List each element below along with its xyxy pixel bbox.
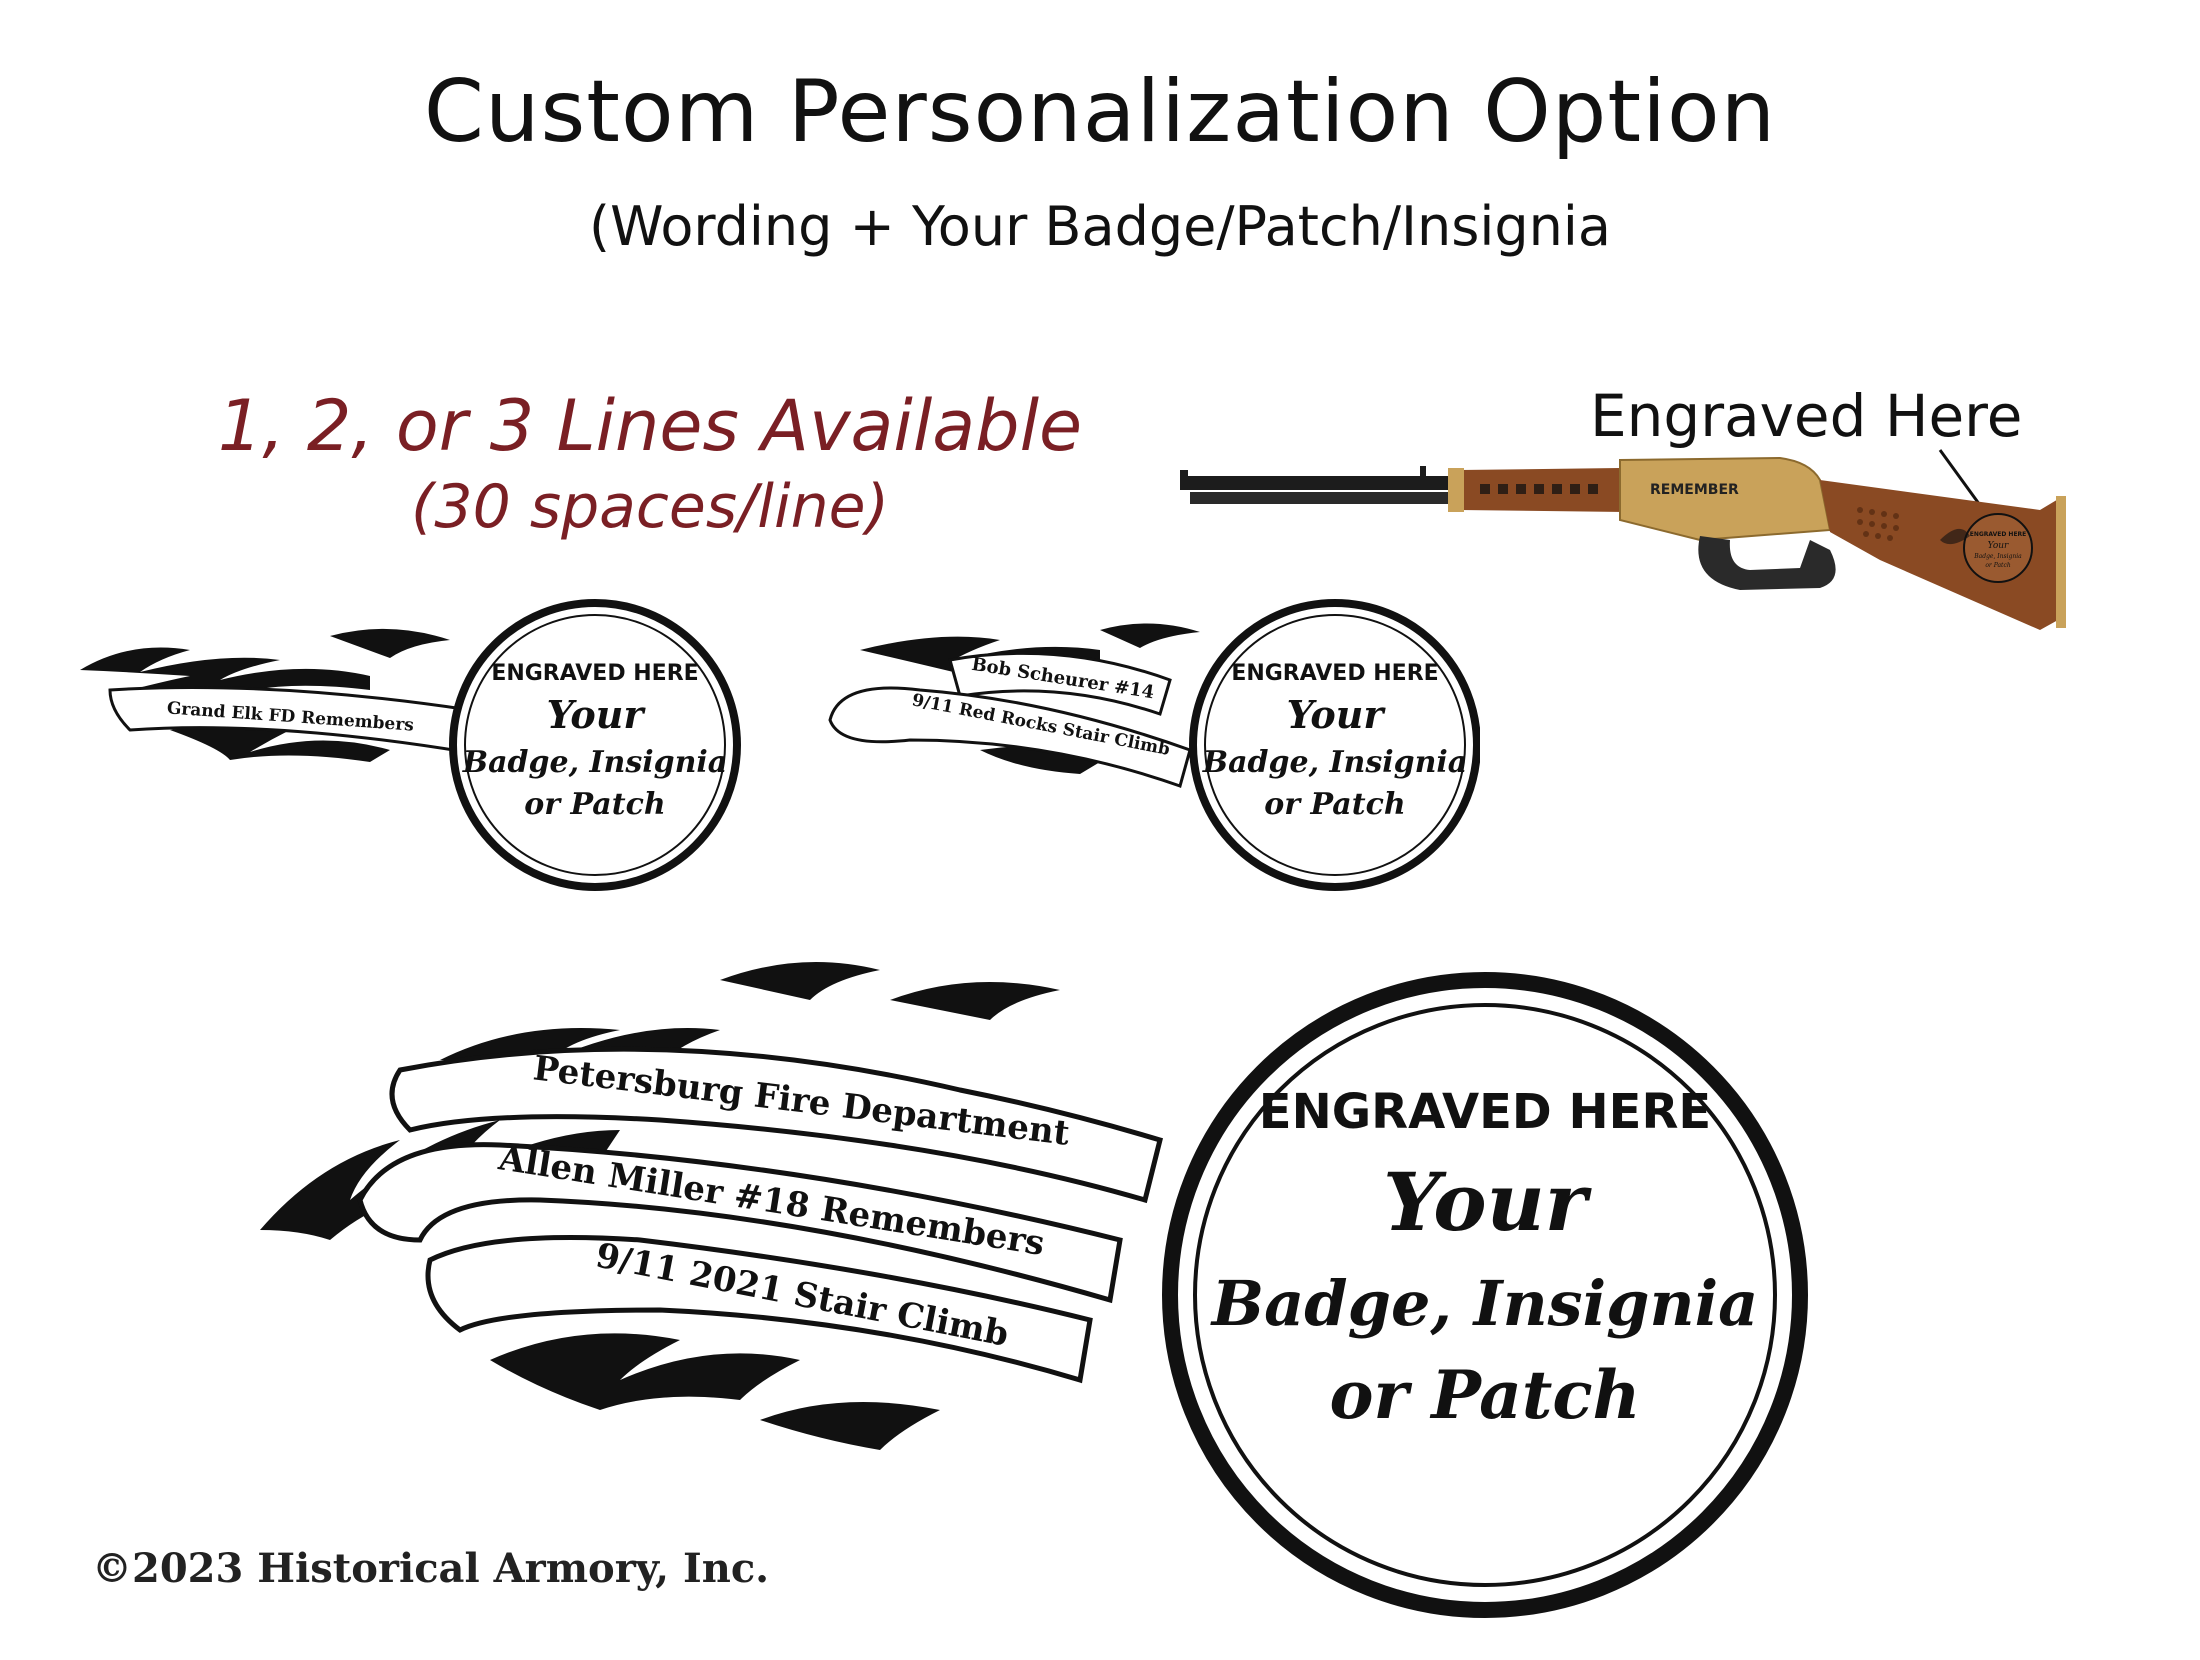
rifle-barrel (1180, 476, 1460, 490)
stock-engraving-badge (1963, 513, 2033, 583)
badge-label: ENGRAVED HERE (1259, 1084, 1711, 1140)
stock-badge-line3: or Patch (1985, 562, 2011, 569)
ribbon-banner-bottom (425, 1235, 1093, 1384)
stock-badge-label: ENGRAVED HERE (1970, 531, 2027, 538)
rifle-receiver (1619, 456, 1832, 542)
badge-line-your: Your (547, 692, 647, 737)
lines-available-heading: 1, 2, or 3 Lines Available (217, 385, 1083, 467)
badge-line-your: Your (1383, 1155, 1592, 1249)
engraved-here-callout: Engraved Here (1590, 382, 2023, 450)
example-one-line: Grand Elk FD Remembers ENGRAVED HERE You… (80, 599, 741, 891)
stock-badge-line1: Your (1988, 541, 2009, 551)
rifle-lever (1698, 536, 1836, 590)
example-three-line: Petersburg Fire Department Allen Miller … (260, 962, 1808, 1618)
badge-circle (1189, 599, 1480, 891)
badge-line-or-patch: or Patch (1329, 1356, 1640, 1434)
badge-circle (1162, 972, 1808, 1618)
badge-circle (449, 599, 741, 891)
badge-label: ENGRAVED HERE (491, 661, 698, 686)
badge-label: ENGRAVED HERE (1231, 661, 1438, 686)
example-two-line: Bob Scheurer #14 9/11 Red Rocks Stair Cl… (828, 599, 1480, 891)
badge-line-or-patch: or Patch (1264, 787, 1405, 822)
page-title: Custom Personalization Option (423, 62, 1777, 162)
badge-line-badge-insignia: Badge, Insignia (462, 745, 727, 780)
ribbon-banner (108, 686, 472, 754)
spaces-per-line-note: (30 spaces/line) (410, 472, 889, 542)
ribbon-banner-middle (357, 1142, 1123, 1304)
rifle-illustration: REMEMBER ENGRAVED HERE Your Badge, Insig… (1180, 449, 2066, 630)
badge-line-badge-insignia: Badge, Insignia (1202, 745, 1467, 780)
ribbon-banner-top (948, 651, 1172, 716)
receiver-engraving-text: REMEMBER (1650, 482, 1739, 498)
stock-badge-line2: Badge, Insignia (1973, 553, 2022, 560)
page-subtitle: (Wording + Your Badge/Patch/Insignia (589, 195, 1611, 258)
badge-line-your: Your (1287, 692, 1387, 737)
badge-line-badge-insignia: Badge, Insignia (1210, 1267, 1759, 1340)
rifle-magazine-tube (1190, 492, 1460, 504)
badge-line-or-patch: or Patch (524, 787, 665, 822)
ribbon-banner-top (389, 1046, 1164, 1204)
copyright-notice: ©2023 Historical Armory, Inc. (92, 1545, 770, 1592)
